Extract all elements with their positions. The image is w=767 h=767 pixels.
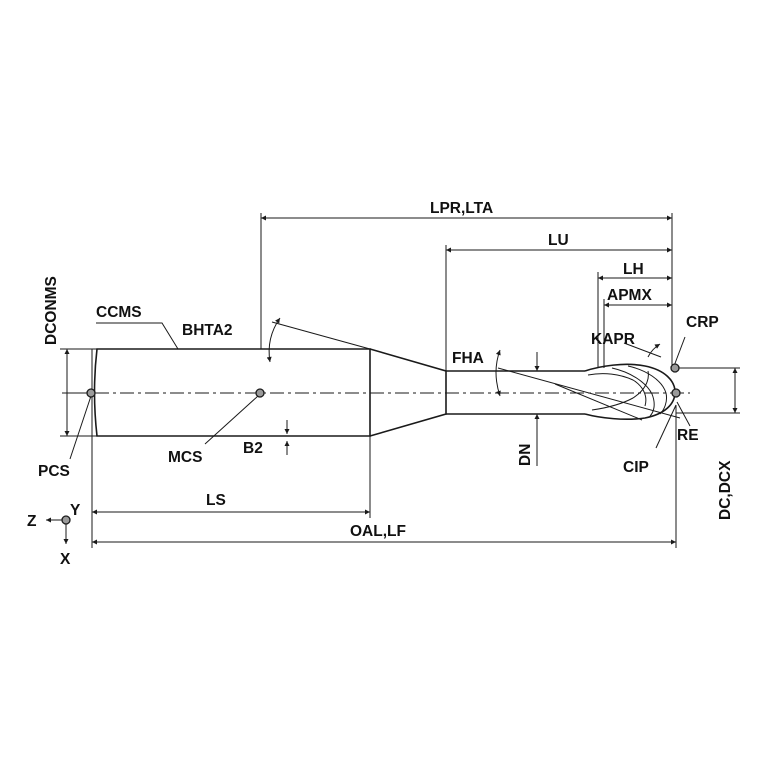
shank-outline [93, 348, 371, 437]
pcs-label: PCS [38, 463, 70, 480]
pcs-point [86, 388, 96, 398]
axis-z-label: Z [27, 513, 37, 530]
dn-label: DN [517, 444, 534, 466]
flute-3 [611, 367, 655, 417]
fha-arc [495, 349, 501, 397]
leaders [69, 322, 691, 460]
axis-x-label: X [60, 551, 71, 568]
dimension-lines [62, 215, 738, 545]
lh-label: LH [623, 261, 644, 278]
cip-label: CIP [623, 459, 649, 476]
flute-2 [591, 370, 649, 411]
kapr-arc [647, 343, 661, 358]
crp-label: CRP [686, 314, 719, 331]
extension-lines [60, 213, 740, 548]
lu-label: LU [548, 232, 569, 249]
bhta2-label: BHTA2 [182, 322, 233, 339]
dc-dcx-label: DC,DCX [717, 460, 734, 520]
mcs-label: MCS [168, 449, 202, 466]
neck-outline [446, 370, 585, 415]
ccms-label: CCMS [96, 304, 142, 321]
oal-lf-label: OAL,LF [350, 523, 406, 540]
axis-origin-point [61, 515, 71, 525]
axis-symbol [46, 515, 71, 544]
fha-label: FHA [452, 350, 484, 367]
flute-1 [587, 373, 647, 407]
lpr-lta-label: LPR,LTA [430, 200, 493, 217]
ls-label: LS [206, 492, 226, 509]
ball-nose-head [584, 363, 676, 421]
angle-indicators [266, 317, 681, 421]
cip-point [671, 388, 681, 398]
bhta2-arc [266, 317, 281, 363]
b2-label: B2 [243, 440, 263, 457]
mcs-point [255, 388, 265, 398]
crp-point [670, 363, 680, 373]
flute-4 [627, 365, 667, 415]
apmx-label: APMX [607, 287, 652, 304]
axis-y-label: Y [70, 502, 81, 519]
re-label: RE [677, 427, 699, 444]
kapr-label: KAPR [591, 331, 635, 348]
dconms-label: DCONMS [43, 276, 60, 345]
